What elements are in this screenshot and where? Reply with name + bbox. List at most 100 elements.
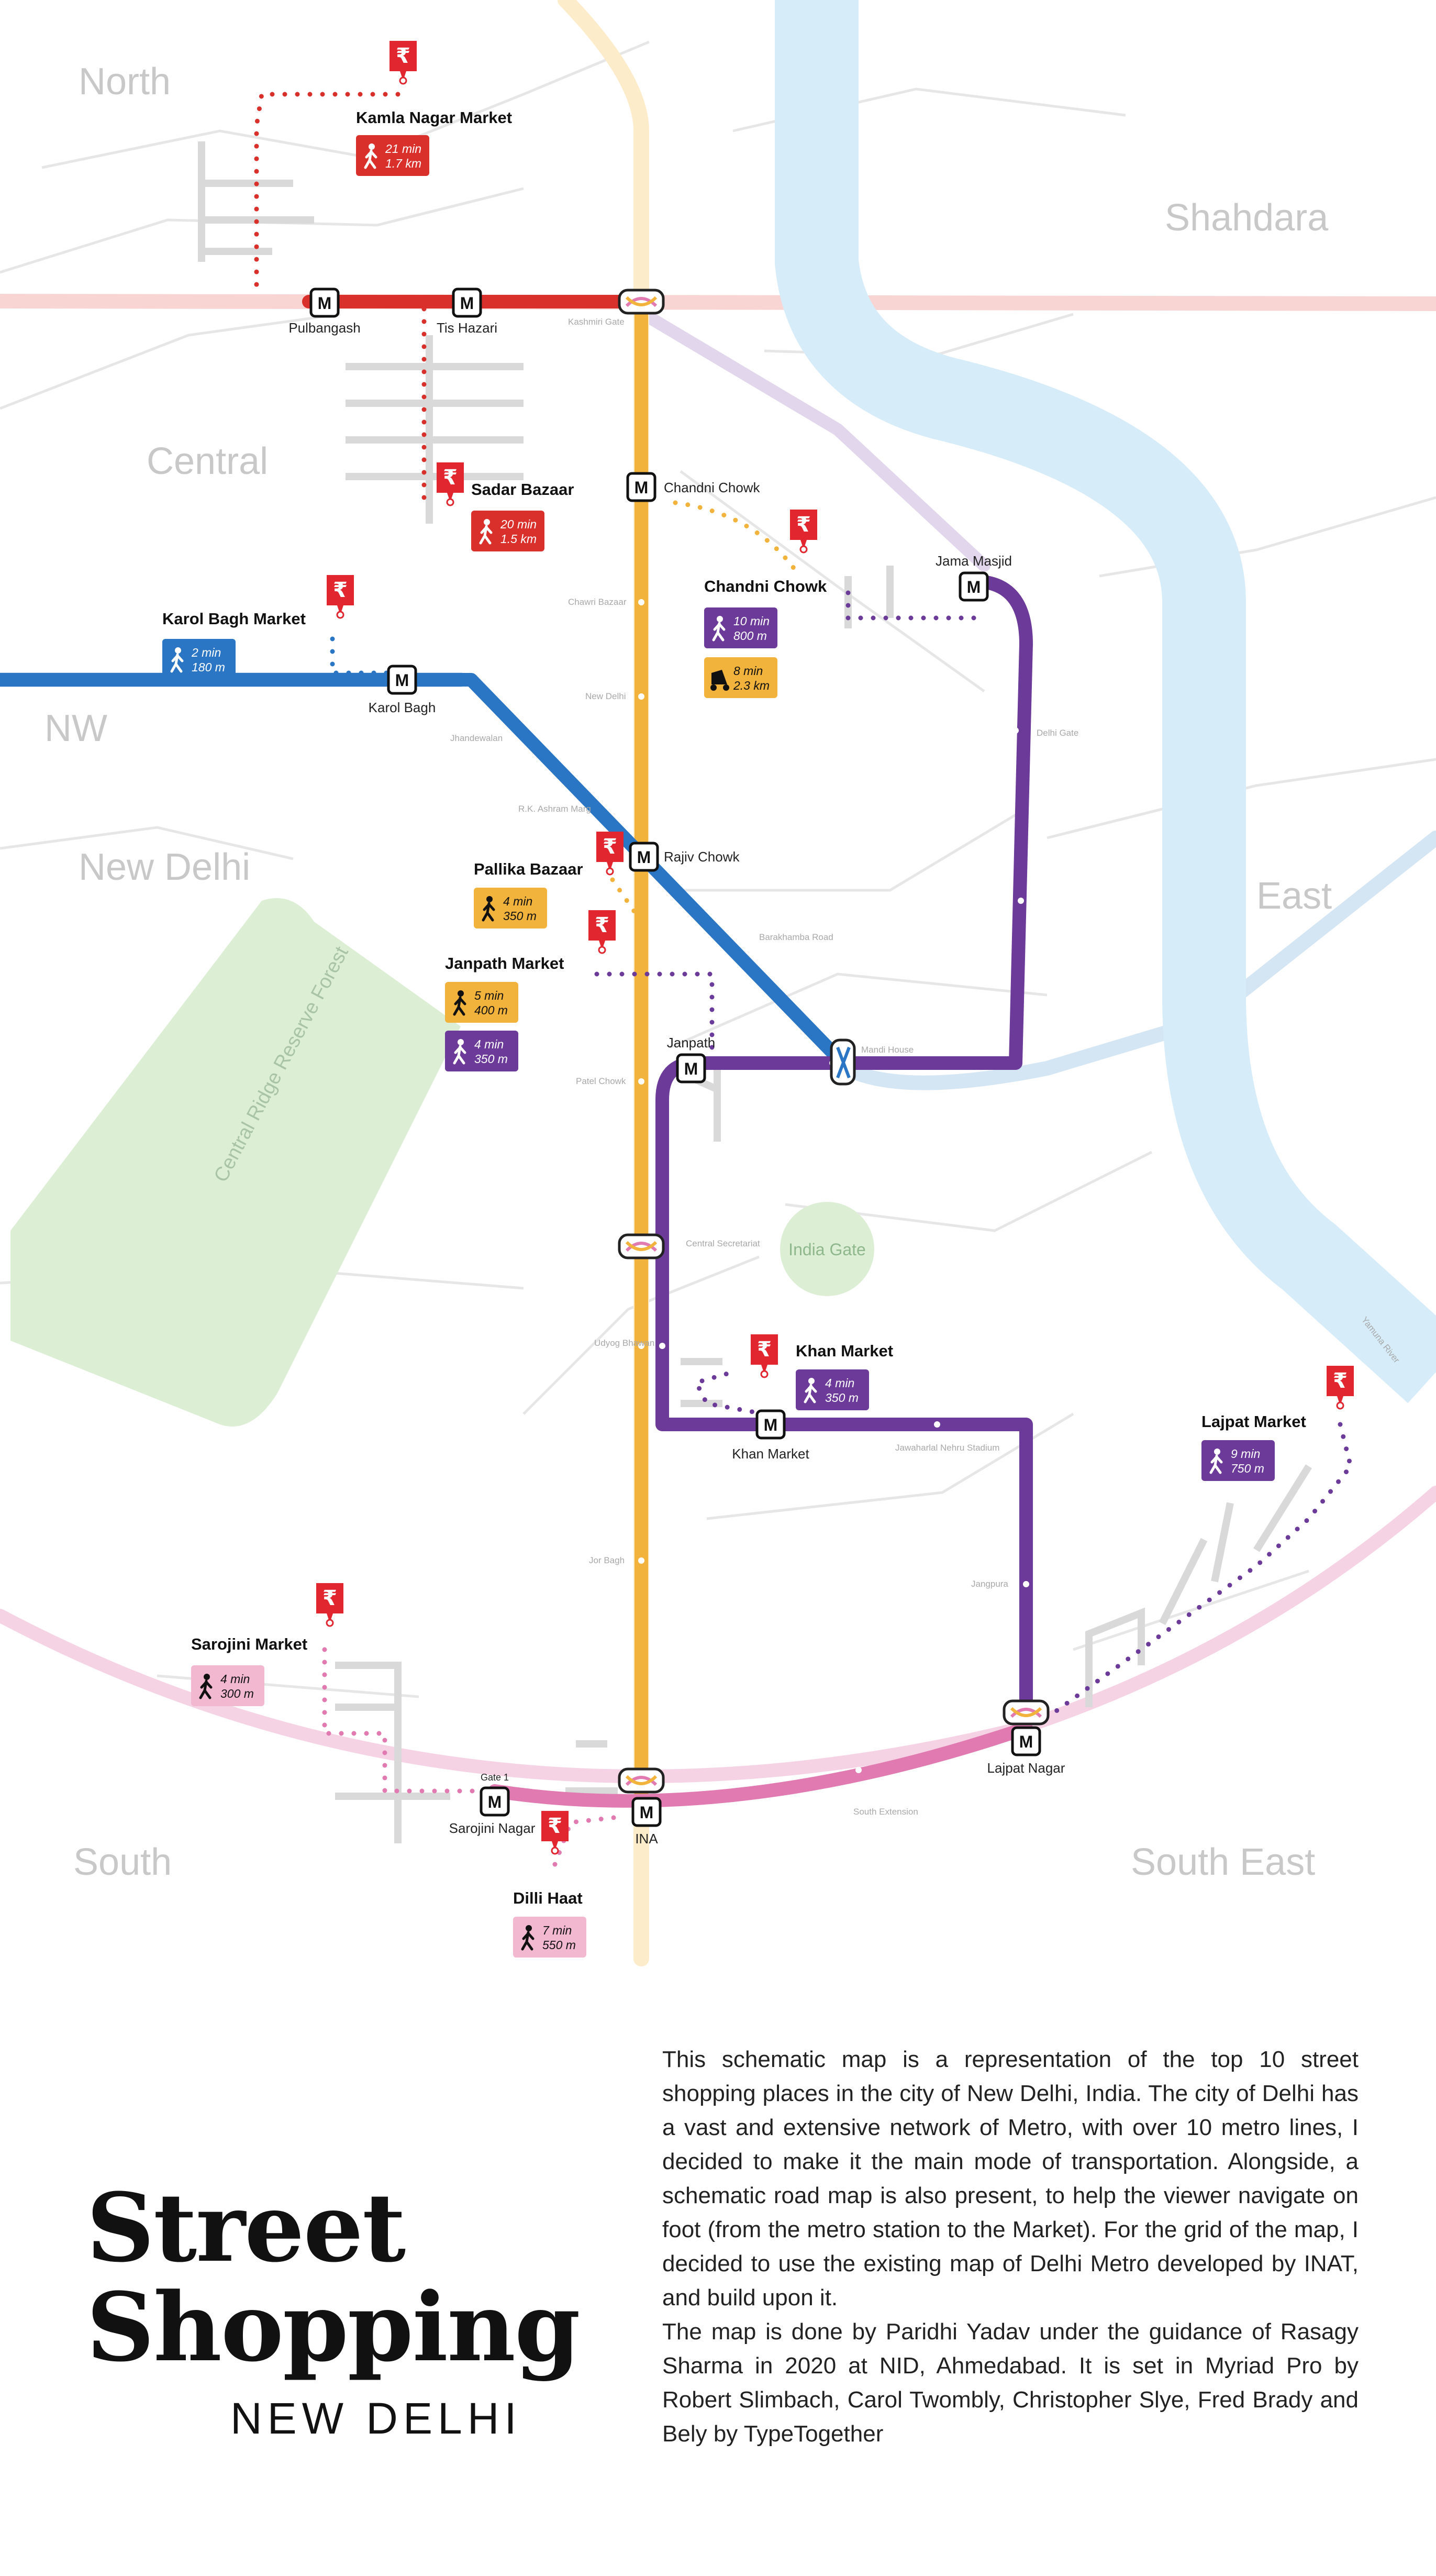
label-new-delhi: New Delhi — [585, 691, 626, 701]
interchange-icon — [830, 1038, 856, 1086]
interchange-icon — [618, 1767, 665, 1794]
interchange-icon — [1003, 1699, 1050, 1726]
walk-icon — [804, 1378, 817, 1403]
interchange-icon — [618, 1233, 665, 1259]
travel-time: 20 min — [500, 517, 537, 531]
minor-station-ticks — [638, 599, 1029, 1773]
svg-text:₹: ₹ — [757, 1337, 772, 1362]
svg-text:₹: ₹ — [322, 1586, 337, 1610]
station-label: Sarojini Nagar — [449, 1820, 536, 1836]
india-gate-label: India Gate — [788, 1240, 866, 1259]
market-name: Chandni Chowk — [704, 577, 827, 595]
central-ridge-forest: Central Ridge Reserve Forest — [10, 898, 461, 1427]
station-label: INA — [635, 1831, 658, 1847]
travel-distance: 180 m — [192, 660, 225, 674]
market-pin-icon: ₹ — [541, 1811, 569, 1855]
metro-icon: M — [395, 671, 409, 690]
label-patel-chowk: Patel Chowk — [576, 1076, 626, 1086]
pink-line — [488, 1721, 1033, 1808]
metro-icon: M — [637, 848, 651, 867]
travel-distance: 2.3 km — [733, 679, 770, 692]
market-name: Sadar Bazaar — [471, 480, 574, 499]
travel-distance: 750 m — [1231, 1462, 1264, 1475]
metro-icon: M — [488, 1793, 502, 1811]
travel-distance: 400 m — [474, 1003, 508, 1017]
walk-icon — [479, 519, 493, 545]
delhi-metro-map: Central Ridge Reserve Forest India Gate — [0, 0, 1436, 1966]
india-gate: India Gate — [780, 1202, 874, 1296]
travel-time: 5 min — [474, 989, 504, 1002]
market-name: Kamla Nagar Market — [356, 108, 512, 127]
svg-text:₹: ₹ — [548, 1814, 562, 1838]
market-pin-icon: ₹ — [790, 510, 817, 554]
travel-time: 9 min — [1231, 1447, 1260, 1461]
market-name: Karol Bagh Market — [162, 610, 306, 628]
travel-distance: 300 m — [220, 1687, 254, 1700]
svg-text:₹: ₹ — [796, 513, 811, 537]
region-shahdara: Shahdara — [1165, 197, 1329, 239]
travel-time: 8 min — [733, 664, 763, 678]
travel-distance: 1.7 km — [385, 157, 421, 170]
title-line-2: Shopping — [86, 2272, 581, 2383]
region-south-east: South East — [1131, 1841, 1315, 1883]
description-text: This schematic map is a representation o… — [662, 2047, 1359, 2447]
region-east: East — [1256, 875, 1332, 917]
travel-time: 10 min — [733, 614, 770, 628]
market-pin-icon: ₹ — [588, 910, 616, 954]
region-south: South — [73, 1841, 172, 1883]
walk-icon — [482, 896, 495, 922]
yamuna-river — [775, 0, 1436, 1403]
travel-distance: 1.5 km — [500, 532, 537, 546]
travel-distance: 550 m — [542, 1938, 576, 1952]
svg-text:₹: ₹ — [595, 913, 609, 937]
metro-station-karol-bagh[interactable]: M Karol Bagh — [369, 665, 436, 715]
metro-icon: M — [318, 294, 332, 313]
station-label: Karol Bagh — [369, 700, 436, 715]
walk-icon — [170, 647, 184, 673]
walk-icon — [712, 616, 726, 642]
metro-icon: M — [634, 478, 649, 497]
walking-paths — [254, 92, 1353, 1867]
travel-distance: 800 m — [733, 629, 767, 643]
market-name: Pallika Bazaar — [474, 860, 583, 878]
label-chawri-bazar: Chawri Bazaar — [568, 597, 627, 607]
label-jln-stadium: Jawaharlal Nehru Stadium — [895, 1443, 999, 1453]
station-label: Lajpat Nagar — [987, 1760, 1065, 1776]
blue-line — [0, 673, 850, 1070]
svg-text:₹: ₹ — [396, 44, 410, 68]
station-label: Janpath — [667, 1035, 716, 1051]
walk-icon — [199, 1674, 213, 1699]
poster-subtitle: NEW DELHI — [230, 2394, 522, 2443]
label-rk-ashram: R.K. Ashram Marg — [518, 804, 591, 814]
metro-station-sarojini-nagar[interactable]: M Sarojini Nagar — [449, 1786, 536, 1836]
label-jangpura: Jangpura — [971, 1579, 1008, 1589]
label-delhi-gate: Delhi Gate — [1037, 728, 1078, 738]
rickshaw-icon — [710, 670, 729, 691]
market-pin-icon: ₹ — [596, 832, 624, 876]
travel-distance: 350 m — [474, 1052, 508, 1066]
